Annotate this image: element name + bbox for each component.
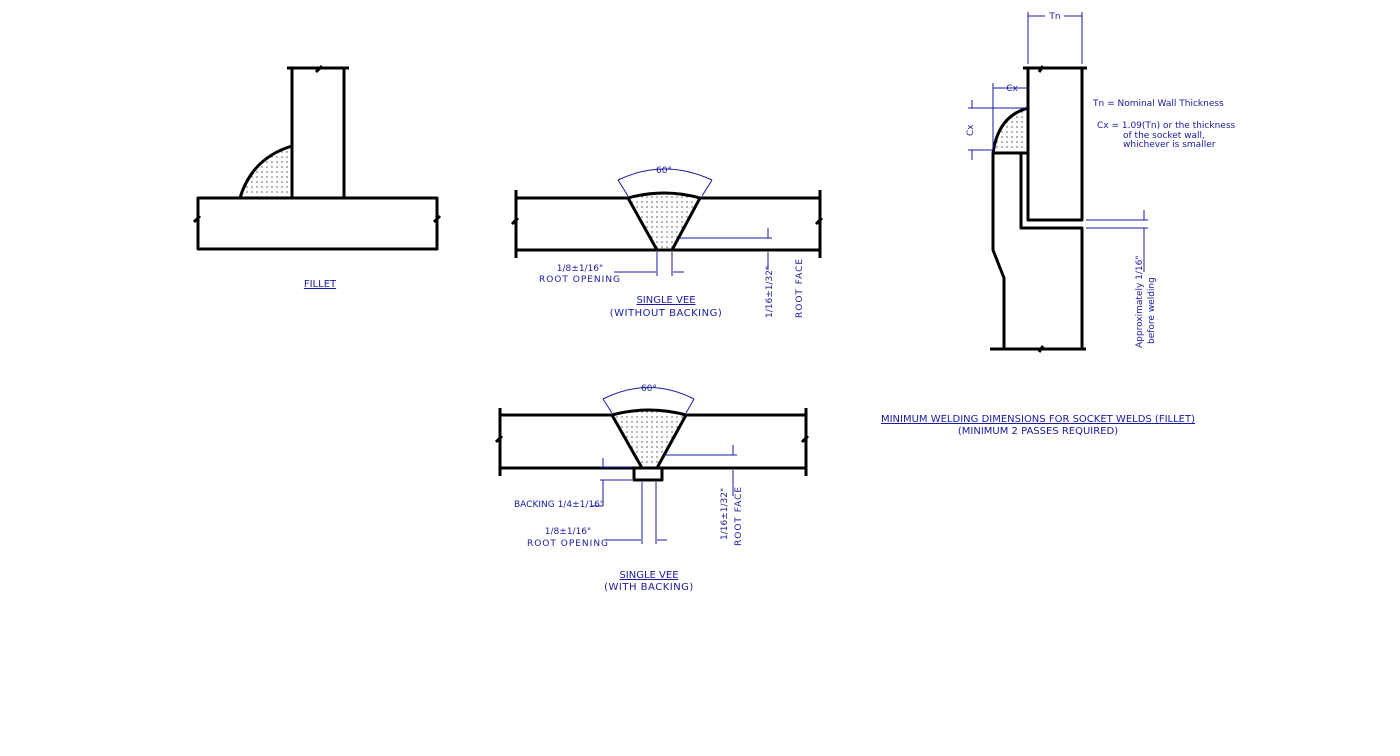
cx-note-line-2: of the socket wall, bbox=[1123, 131, 1205, 141]
cx-horizontal-dimension: Cx bbox=[1006, 84, 1018, 94]
cx-note-line-3: whichever is smaller bbox=[1123, 140, 1216, 150]
single-vee-no-backing-detail: 60° 1/8±1/16" ROOT OPENING 1/16±1/32" RO… bbox=[510, 166, 824, 319]
backing-strip bbox=[632, 466, 664, 482]
angle-label: 60° bbox=[641, 384, 657, 394]
cx-note-line-1: Cx = 1.09(Tn) or the thickness bbox=[1097, 121, 1236, 131]
tn-dimension: Tn bbox=[1048, 12, 1060, 22]
backing-label: BACKING 1/4±1/16" bbox=[514, 500, 604, 510]
root-opening-label: ROOT OPENING bbox=[539, 275, 621, 285]
socket-weld-subtitle: (MINIMUM 2 PASSES REQUIRED) bbox=[958, 426, 1118, 437]
gap-note-line-2: before welding bbox=[1147, 277, 1157, 344]
socket-weld-title: MINIMUM WELDING DIMENSIONS FOR SOCKET WE… bbox=[881, 414, 1195, 425]
single-vee-subtitle: (WITHOUT BACKING) bbox=[610, 308, 723, 319]
root-opening-value: 1/8±1/16" bbox=[557, 264, 603, 274]
fillet-detail: FILLET bbox=[192, 64, 442, 290]
single-vee-backing-title: SINGLE VEE bbox=[619, 570, 678, 581]
root-face-label: ROOT FACE bbox=[795, 258, 805, 318]
root-face-value: 1/16±1/32" bbox=[765, 266, 775, 318]
cx-vertical-dimension: Cx bbox=[966, 124, 976, 136]
fillet-weld bbox=[240, 146, 292, 198]
gap-note-line-1: Approximately 1/16" bbox=[1135, 255, 1145, 348]
fillet-label: FILLET bbox=[304, 279, 337, 290]
root-opening-label: ROOT OPENING bbox=[527, 539, 609, 549]
single-vee-backing-subtitle: (WITH BACKING) bbox=[604, 582, 694, 593]
root-face-value: 1/16±1/32" bbox=[720, 488, 730, 540]
single-vee-title: SINGLE VEE bbox=[636, 295, 695, 306]
tn-note: Tn = Nominal Wall Thickness bbox=[1092, 99, 1224, 109]
socket-weld-detail: Tn Cx Cx Tn = Nominal Wall Thickness Cx … bbox=[881, 12, 1236, 437]
single-vee-backing-detail: 60° BACKING 1/4±1/16" 1/8±1/16" ROOT OPE… bbox=[494, 384, 810, 593]
angle-label: 60° bbox=[656, 166, 672, 176]
root-face-label: ROOT FACE bbox=[734, 486, 744, 546]
root-opening-value: 1/8±1/16" bbox=[545, 527, 591, 537]
